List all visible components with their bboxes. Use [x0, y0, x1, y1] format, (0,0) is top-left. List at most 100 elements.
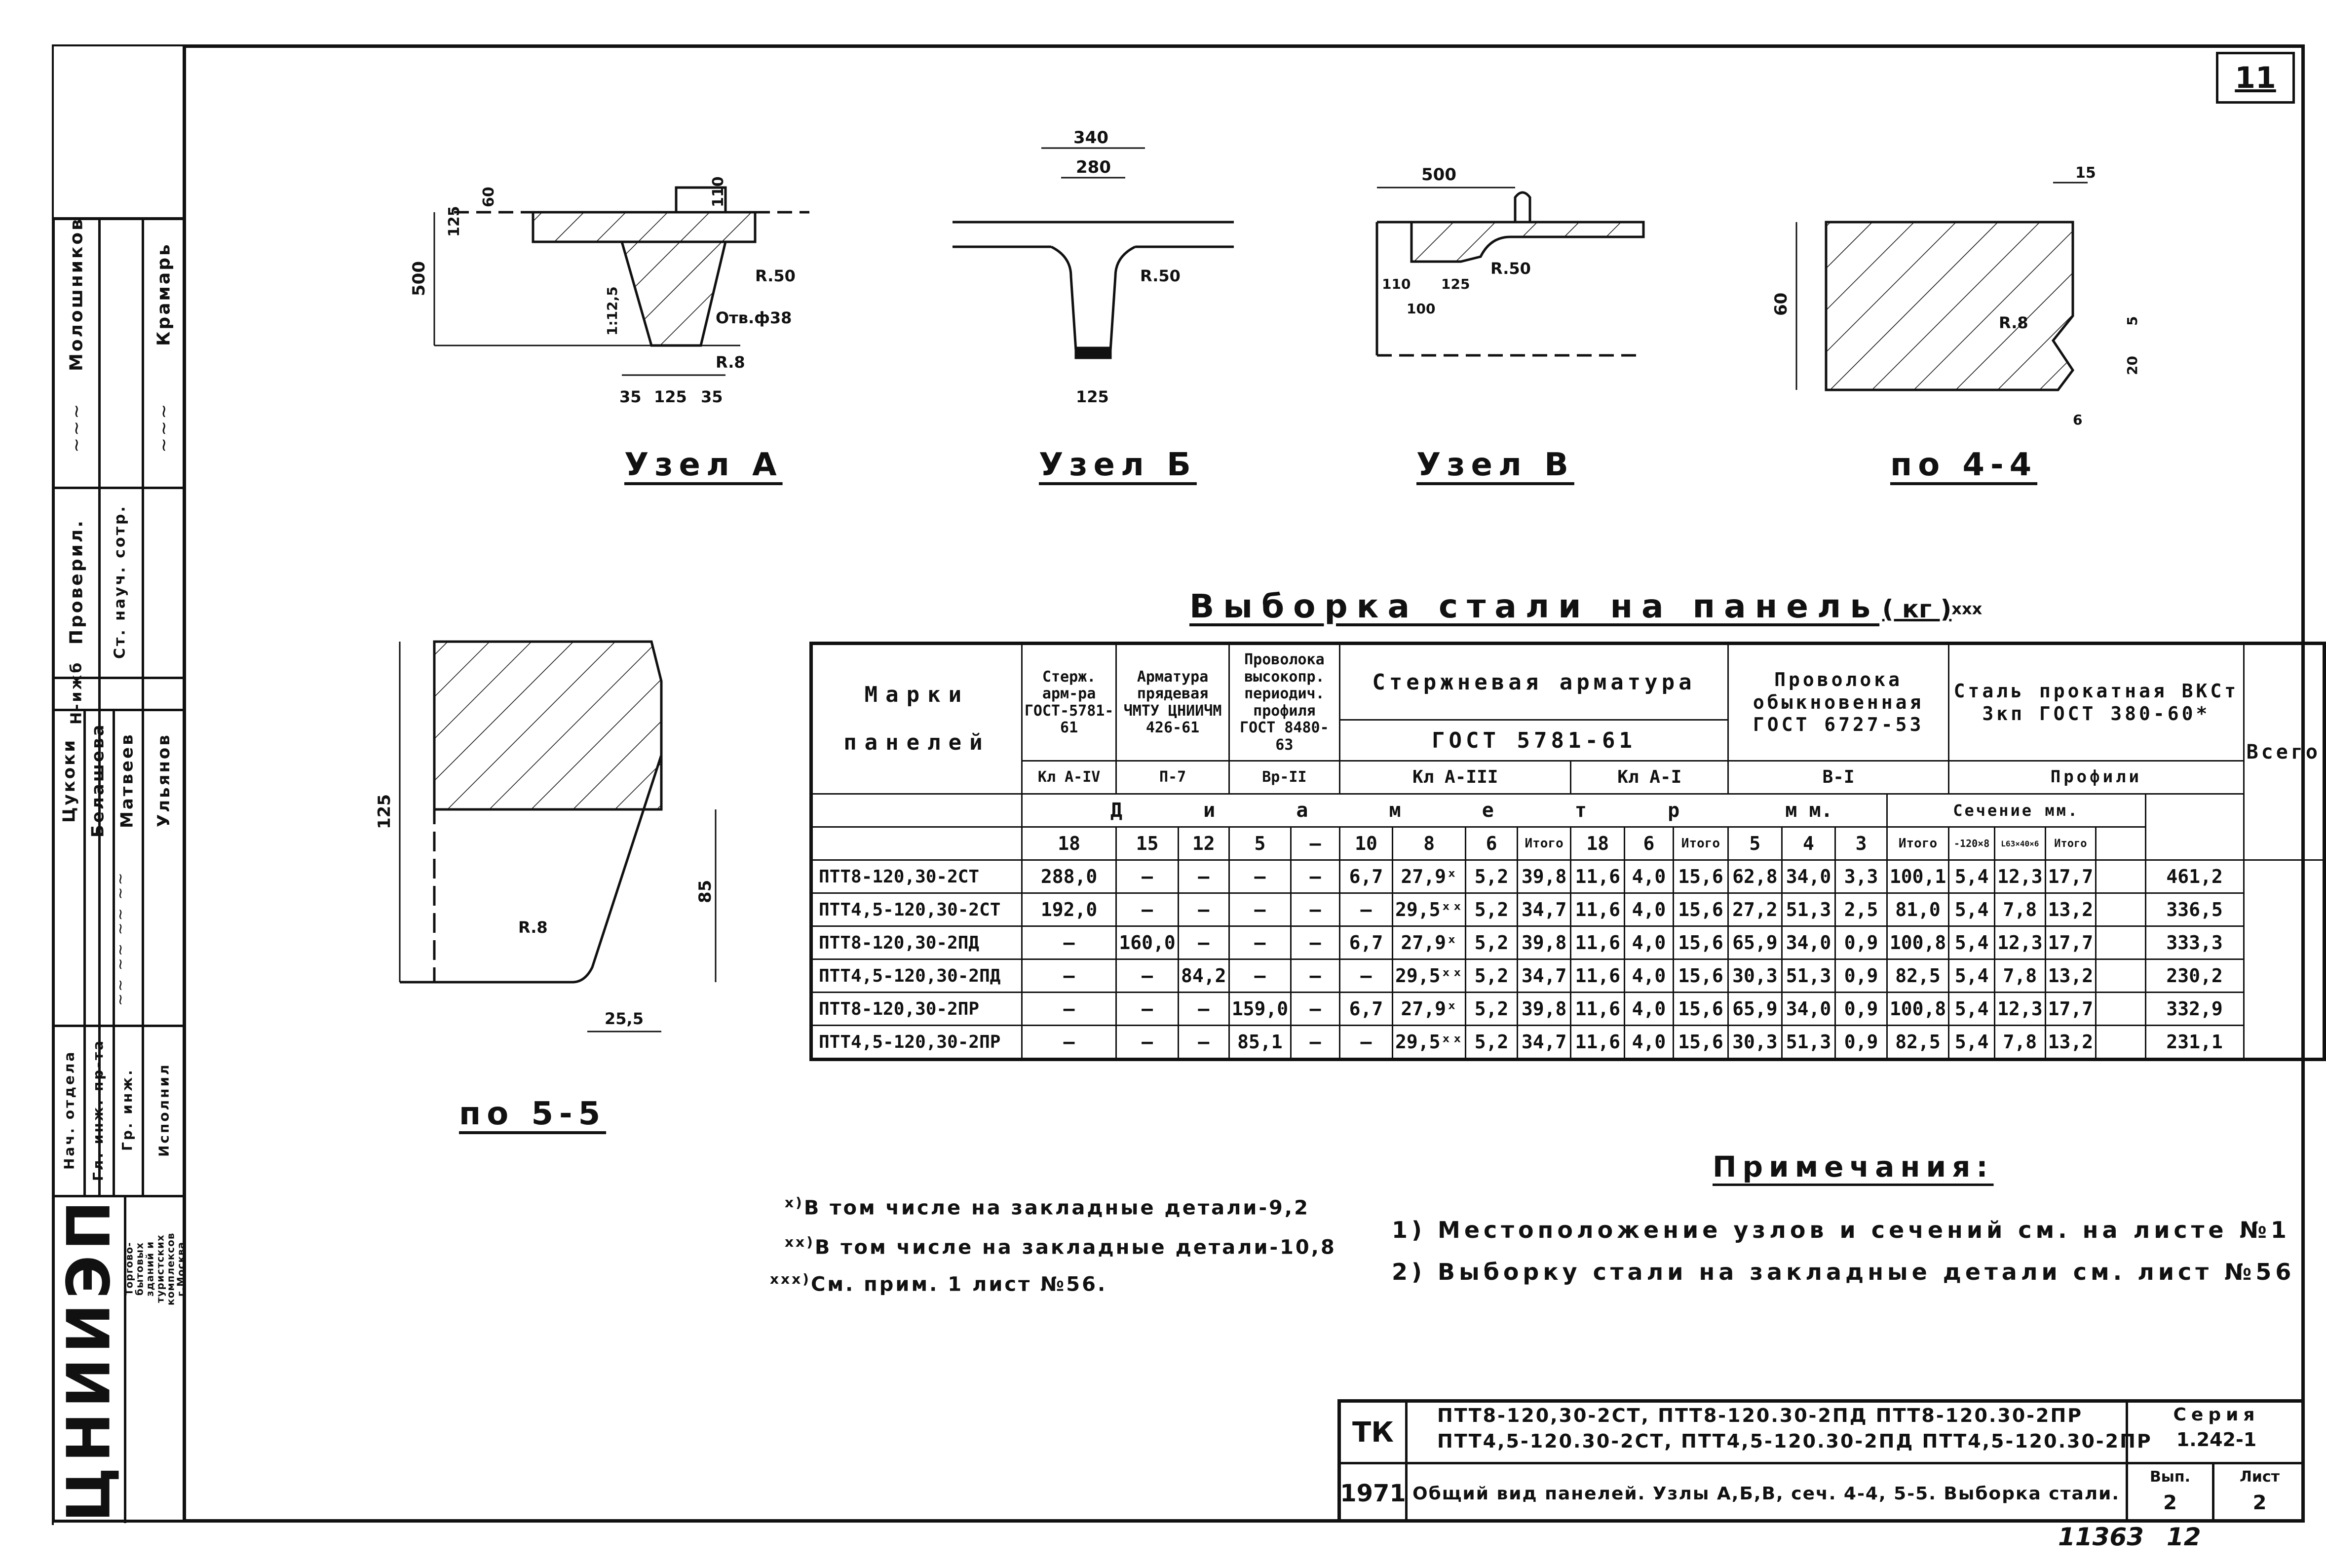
archive-number: 11363 — [2058, 1523, 2144, 1551]
section-44-dim-15: 15 — [2075, 164, 2096, 182]
section-44-dim-20: 20 — [2124, 356, 2140, 375]
steel-table: Марки панелей Стерж. арм-ра ГОСТ-5781-61… — [809, 642, 2326, 1061]
footnote-2: xx)В том числе на закладные детали-10,8 — [785, 1234, 1336, 1259]
node-a-dim-35-right: 35 — [701, 387, 723, 406]
notes-title: Примечания: — [1713, 1150, 1994, 1184]
section-55-dim-25-5: 25,5 — [605, 1009, 644, 1028]
section-label: Сечение мм. — [1886, 793, 2146, 828]
node-b-drawing — [953, 147, 1234, 359]
title-block: ТК 1971 ПТТ8-120,30-2СТ, ПТТ8-120.30-2ПД… — [1337, 1399, 2305, 1523]
section-55-side — [400, 755, 663, 984]
node-b-dim-340: 340 — [1073, 128, 1108, 148]
node-a-dim-500: 500 — [409, 261, 429, 296]
table-title-sup: xxx — [1951, 599, 1983, 618]
node-b-dim-125: 125 — [1076, 387, 1109, 406]
node-a-slope: 1:12,5 — [604, 286, 620, 336]
node-v-flange — [1377, 221, 1645, 263]
title-block-issue-value: 2 — [2163, 1492, 2177, 1514]
col-g4-class-a3: Кл А-III — [1338, 760, 1572, 795]
title-block-series-value: 1.242-1 — [2176, 1429, 2257, 1451]
col-g6: Сталь прокатная ВКСт 3кп ГОСТ 380-60* — [1948, 643, 2245, 762]
diameter-label: Д и а м е т р м м. — [1021, 793, 1888, 828]
section-44-title: по 4-4 — [1890, 447, 2038, 483]
col-total: Всего — [2243, 643, 2326, 861]
title-block-description: Общий вид панелей. Узлы А,Б,В, сеч. 4-4,… — [1412, 1483, 2120, 1504]
title-block-code: ТК — [1352, 1416, 1394, 1449]
node-v-dim-110: 110 — [1382, 276, 1411, 292]
col-g3-class: Вр-II — [1228, 760, 1341, 795]
col-g4-class-a1: Кл А-I — [1570, 760, 1729, 795]
col-g4: Стержневая арматура — [1339, 643, 1729, 721]
node-v-dim-500: 500 — [1421, 165, 1456, 185]
section-55-top — [433, 640, 663, 811]
node-b-dim-280: 280 — [1076, 157, 1111, 177]
node-a-radius-8: R.8 — [716, 353, 745, 372]
section-55-dim-125: 125 — [375, 794, 394, 829]
col-g4-std: ГОСТ 5781-61 — [1339, 719, 1729, 762]
title-block-series-label: Серия — [2173, 1405, 2260, 1425]
node-a-title: Узел А — [624, 447, 783, 483]
marks-blank — [810, 826, 1023, 861]
table-header-row-2: ГОСТ 5781-61 — [811, 719, 2325, 762]
col-g2: Арматура прядевая ЧМТУ ЦНИИЧМ 426-61 — [1115, 643, 1230, 762]
node-b-rib-bottom — [1074, 346, 1112, 359]
node-a-top-boss — [675, 186, 727, 212]
section-55-drawing — [399, 640, 717, 1033]
table-header-row-3: Кл А-IV П-7 Вр-II Кл А-III Кл А-I В-I Пр… — [811, 760, 2325, 795]
node-b-title: Узел Б — [1039, 447, 1197, 483]
table-title-unit: ( кг ) — [1882, 595, 1952, 623]
node-a-drawing — [433, 186, 809, 376]
table-diameter-row: 18 15 12 5 — 10 8 6 Итого 18 6 Итого 5 4… — [810, 826, 2325, 861]
section-44-dim-6: 6 — [2073, 412, 2082, 428]
top-margin-line — [52, 44, 185, 46]
title-block-marks-2: ПТТ4,5-120.30-2СТ, ПТТ4,5-120.30-2ПД ПТТ… — [1437, 1430, 2152, 1452]
table-header-row-4: Д и а м е т р м м. Сечение мм. — [810, 793, 2325, 828]
node-a-rib — [620, 240, 727, 347]
node-v-dim-125: 125 — [1441, 276, 1470, 292]
section-55-radius-8: R.8 — [518, 918, 548, 937]
col-g6-class: Профили — [1948, 760, 2245, 795]
node-b-rib — [1050, 245, 1136, 352]
node-v-drawing — [1375, 187, 1645, 357]
marks-continued — [810, 794, 1023, 828]
section-44-drawing — [1795, 182, 2088, 391]
section-55-dim-85: 85 — [695, 880, 715, 903]
title-block-sheet-value: 2 — [2252, 1492, 2267, 1514]
node-a-dim-125: 125 — [446, 206, 463, 237]
node-a-dim-110: 110 — [710, 176, 727, 207]
archive-page: 12 — [2167, 1523, 2201, 1551]
node-a-flange — [532, 211, 757, 243]
table-title-text: Выборка стали на панель — [1189, 587, 1880, 625]
col-g1-class: Кл А-IV — [1021, 760, 1117, 795]
col-g5-class: В-I — [1727, 760, 1950, 795]
node-a-dim-35-left: 35 — [619, 387, 642, 406]
node-a-hole: Отв.ф38 — [716, 308, 792, 327]
sheet-number: 11 — [2235, 60, 2276, 95]
footnote-1: x)В том числе на закладные детали-9,2 — [785, 1194, 1310, 1220]
node-v-title: Узел В — [1416, 447, 1574, 483]
node-a-radius-50: R.50 — [755, 267, 796, 285]
node-a-dim-125-bottom: 125 — [654, 387, 687, 406]
table-header-row-1: Марки панелей Стерж. арм-ра ГОСТ-5781-61… — [810, 643, 2326, 861]
title-block-issue-label: Вып. — [2149, 1468, 2191, 1486]
node-v-insert — [1514, 191, 1531, 222]
col-g1: Стерж. арм-ра ГОСТ-5781-61 — [1021, 643, 1117, 762]
title-block-sheet-label: Лист — [2239, 1468, 2280, 1486]
note-1: 1) Местоположение узлов и сечений см. на… — [1392, 1217, 2290, 1243]
section-44-body — [1825, 221, 2075, 391]
footnote-3: xxx)См. прим. 1 лист №56. — [770, 1271, 1107, 1296]
col-g3: Проволока высокопр. периодич. профиля ГО… — [1228, 643, 1341, 762]
table-title: Выборка стали на панель ( кг )xxx — [1189, 587, 1982, 625]
node-b-radius-50: R.50 — [1140, 267, 1181, 285]
note-2: 2) Выборку стали на закладные детали см.… — [1392, 1259, 2295, 1285]
section-44-dim-5: 5 — [2124, 316, 2140, 326]
col-g2-class: П-7 — [1115, 760, 1230, 795]
node-a-dim-60: 60 — [480, 187, 497, 207]
section-55-title: по 5-5 — [459, 1096, 607, 1132]
title-block-marks-1: ПТТ8-120,30-2СТ, ПТТ8-120.30-2ПД ПТТ8-12… — [1437, 1405, 2083, 1426]
